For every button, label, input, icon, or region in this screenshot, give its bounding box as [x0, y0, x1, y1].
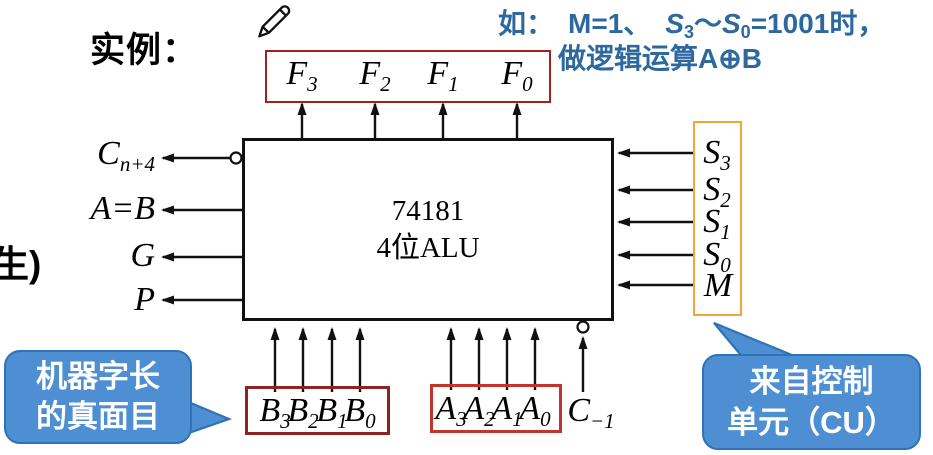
label-f1: F1 — [427, 55, 459, 96]
page-title: 实例： — [90, 31, 199, 70]
callout-expression: A⊕B — [698, 43, 762, 74]
label-a-equals-b: A=B — [90, 190, 155, 227]
left-output-arrows — [161, 153, 243, 305]
label-a1: A1 — [491, 390, 523, 431]
label-s2: S2 — [703, 171, 731, 212]
label-a3: A3 — [435, 390, 467, 431]
alu-part-number: 74181 — [391, 194, 465, 227]
alu-block: 74181 4位ALU — [242, 138, 614, 321]
clipped-edge-text: 生) — [0, 244, 42, 285]
left-bubble-tail — [184, 399, 233, 436]
callout-tilde: ～ — [693, 8, 722, 39]
label-f2: F2 — [359, 55, 391, 96]
carry-in-arrow — [576, 320, 590, 392]
a-input-arrows — [446, 327, 540, 390]
carry-out-inversion-bubble — [229, 151, 243, 165]
control-inputs-box — [693, 121, 742, 316]
carry-in-inversion-bubble — [576, 320, 590, 334]
label-carry-in: C−1 — [567, 392, 615, 433]
machine-word-callout-bubble: 机器字长 的真面目 — [4, 350, 192, 444]
label-a0: A0 — [519, 390, 551, 431]
label-f0: F0 — [501, 55, 533, 96]
label-s3: S3 — [703, 134, 731, 175]
label-b3: B3 — [259, 392, 291, 433]
callout-s3: S — [665, 8, 684, 39]
label-s0: S0 — [703, 236, 731, 277]
label-carry-out: Cn+4 — [97, 135, 155, 176]
label-s1: S1 — [703, 203, 731, 244]
control-unit-callout-bubble: 来自控制 单元（CU） — [702, 354, 921, 450]
label-b1: B1 — [316, 392, 348, 433]
a-inputs-box — [430, 384, 562, 433]
callout-value: =1001时， — [750, 8, 886, 39]
label-b2: B2 — [287, 392, 319, 433]
label-b0: B0 — [344, 392, 376, 433]
label-f3: F3 — [286, 55, 318, 96]
callout-s0: S — [721, 8, 741, 39]
label-p: P — [134, 281, 155, 318]
alu-description: 4位ALU — [376, 231, 480, 264]
label-g: G — [130, 237, 155, 274]
pencil-icon — [258, 5, 291, 38]
f-outputs-box — [265, 50, 551, 103]
label-a2: A2 — [463, 390, 495, 431]
b-input-arrows — [270, 327, 365, 392]
s-input-arrows — [617, 148, 693, 290]
label-m: M — [703, 267, 733, 304]
f-output-arrows — [297, 102, 522, 139]
callout-line1: 如：M=1、S3～S0=1001时， — [498, 8, 886, 42]
callout-m-term: M=1、 — [568, 8, 652, 39]
b-inputs-box — [245, 386, 390, 435]
callout-line2: 做逻辑运算A⊕B — [558, 43, 762, 74]
callout-prefix: 如： — [498, 8, 555, 39]
